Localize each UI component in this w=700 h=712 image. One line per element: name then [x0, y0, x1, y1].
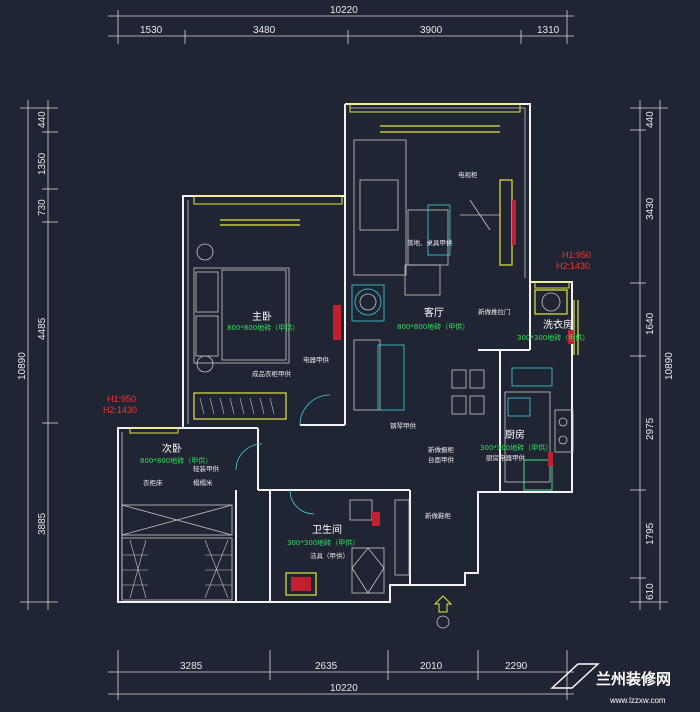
bottom-dimension-chain: 3285 2635 2010 2290 10220	[108, 650, 574, 700]
right-seg-6: 610	[645, 583, 656, 600]
note-master-tile: 800*800地砖（甲供）	[227, 323, 299, 332]
top-total-dim: 10220	[330, 5, 358, 16]
top-seg-2: 3480	[253, 25, 276, 36]
label-right-h1: H1:950	[562, 250, 591, 260]
note-tv-cabinet: 电视柜	[458, 170, 478, 179]
bathroom-furniture	[285, 489, 410, 596]
note-new-door: 新做推拉门	[478, 307, 511, 316]
note-electric-master: 电器甲供	[303, 355, 330, 364]
note-wardrobe-master: 成品衣柜甲供	[252, 369, 292, 378]
watermark-title: 兰州装修网	[596, 670, 671, 688]
windows	[129, 103, 579, 491]
room-laundry: 洗衣房	[543, 318, 573, 331]
right-seg-4: 2975	[645, 417, 656, 440]
bottom-seg-1: 3285	[180, 661, 203, 672]
second-bedroom-furniture	[121, 443, 263, 601]
top-seg-3: 3900	[420, 25, 443, 36]
top-dimension-chain: 10220 1530 3480 3900 1310	[108, 5, 574, 44]
right-total-dim: 10890	[664, 352, 675, 380]
note-kitchen-tile: 300*300地砖（甲供）	[480, 443, 552, 452]
top-seg-1: 1530	[140, 25, 163, 36]
left-seg-2: 1350	[37, 152, 48, 175]
bottom-total-dim: 10220	[330, 683, 358, 694]
note-bath-tile: 300*300地砖（甲供）	[287, 538, 359, 547]
watermark-logo-icon	[550, 663, 600, 689]
note-tatami: 榻榻米	[193, 478, 213, 487]
room-bathroom: 卫生间	[312, 523, 342, 536]
watermark-url: www.lzzxw.com	[609, 696, 666, 705]
left-seg-1: 440	[37, 111, 48, 128]
note-shoe-cabinet: 新做鞋柜	[425, 511, 452, 520]
room-second-bedroom: 次卧	[162, 442, 182, 455]
bottom-seg-4: 2290	[505, 661, 528, 672]
right-seg-3: 1640	[645, 312, 656, 335]
right-seg-2: 3430	[645, 197, 656, 220]
note-lamp: 落地、桌具甲供	[407, 238, 453, 247]
note-second-tile: 800*800地砖（甲供）	[140, 456, 212, 465]
label-left-h2: H2:1430	[103, 405, 137, 415]
left-seg-3: 730	[37, 199, 48, 216]
label-left-h1: H1:950	[107, 394, 136, 404]
note-kitchen-appliance: 厨房电器甲供	[486, 453, 526, 462]
room-kitchen: 厨房	[505, 428, 525, 441]
interior-walls	[183, 196, 531, 602]
note-light: 轻装甲供	[193, 464, 220, 473]
note-new-cabinet: 新做橱柜	[428, 445, 455, 454]
top-seg-4: 1310	[537, 25, 560, 36]
laundry-kitchen-furniture	[504, 289, 574, 483]
bottom-seg-3: 2010	[420, 661, 443, 672]
room-living: 客厅	[424, 306, 444, 319]
room-master-bedroom: 主卧	[252, 310, 272, 323]
note-wardrobe-second: 衣柜床	[143, 478, 163, 487]
note-laundry-tile: 300*300地砖（甲供）	[517, 333, 589, 342]
note-living-tile: 800*800地砖（甲供）	[397, 322, 469, 331]
watermark: 兰州装修网 www.lzzxw.com	[550, 663, 671, 705]
note-counter: 台面甲供	[428, 455, 455, 464]
left-total-dim: 10890	[17, 352, 28, 380]
left-seg-5: 3885	[37, 512, 48, 535]
entrance-marker-icon	[433, 595, 453, 629]
right-dimension-chain: 10890 440 3430 1640 2975 1795 610	[630, 100, 675, 610]
left-dimension-chain: 10890 440 1350 730 4485 3885	[17, 100, 58, 610]
master-bedroom-furniture	[193, 243, 341, 426]
label-right-h2: H2:1430	[556, 261, 590, 271]
left-seg-4: 4485	[37, 317, 48, 340]
note-sanitary: 洁具（甲供）	[310, 551, 349, 560]
note-piano: 钢琴甲供	[390, 421, 417, 430]
right-seg-1: 440	[645, 111, 656, 128]
living-room-furniture	[351, 139, 516, 415]
right-seg-5: 1795	[645, 522, 656, 545]
bottom-seg-2: 2635	[315, 661, 338, 672]
